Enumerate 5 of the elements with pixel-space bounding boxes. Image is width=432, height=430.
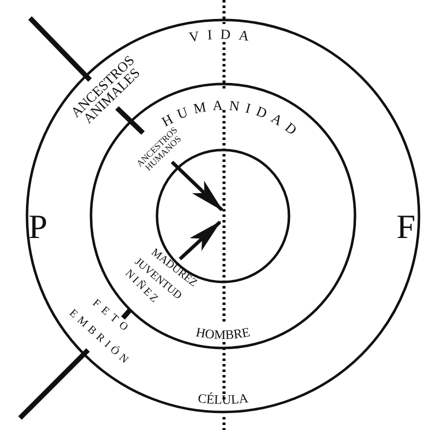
curved-label: CÉLULA [197,390,249,407]
letter-label: F [396,212,416,244]
curved-label: VIDA [188,28,258,46]
letter-label: P [28,212,48,244]
curved-label: HOMBRE [194,324,252,342]
